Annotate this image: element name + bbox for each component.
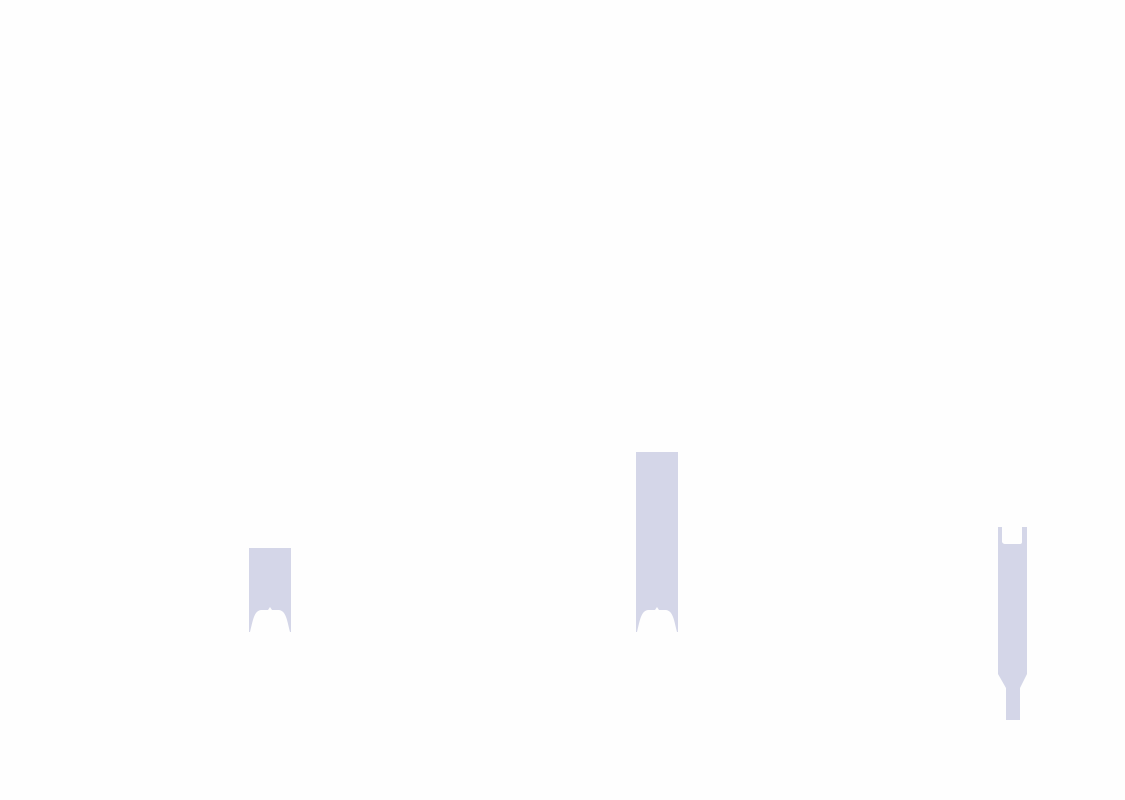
- short-bar-shape: [249, 548, 291, 632]
- tall-bar-shape: [636, 452, 678, 632]
- fork-stem-shape: [998, 527, 1027, 720]
